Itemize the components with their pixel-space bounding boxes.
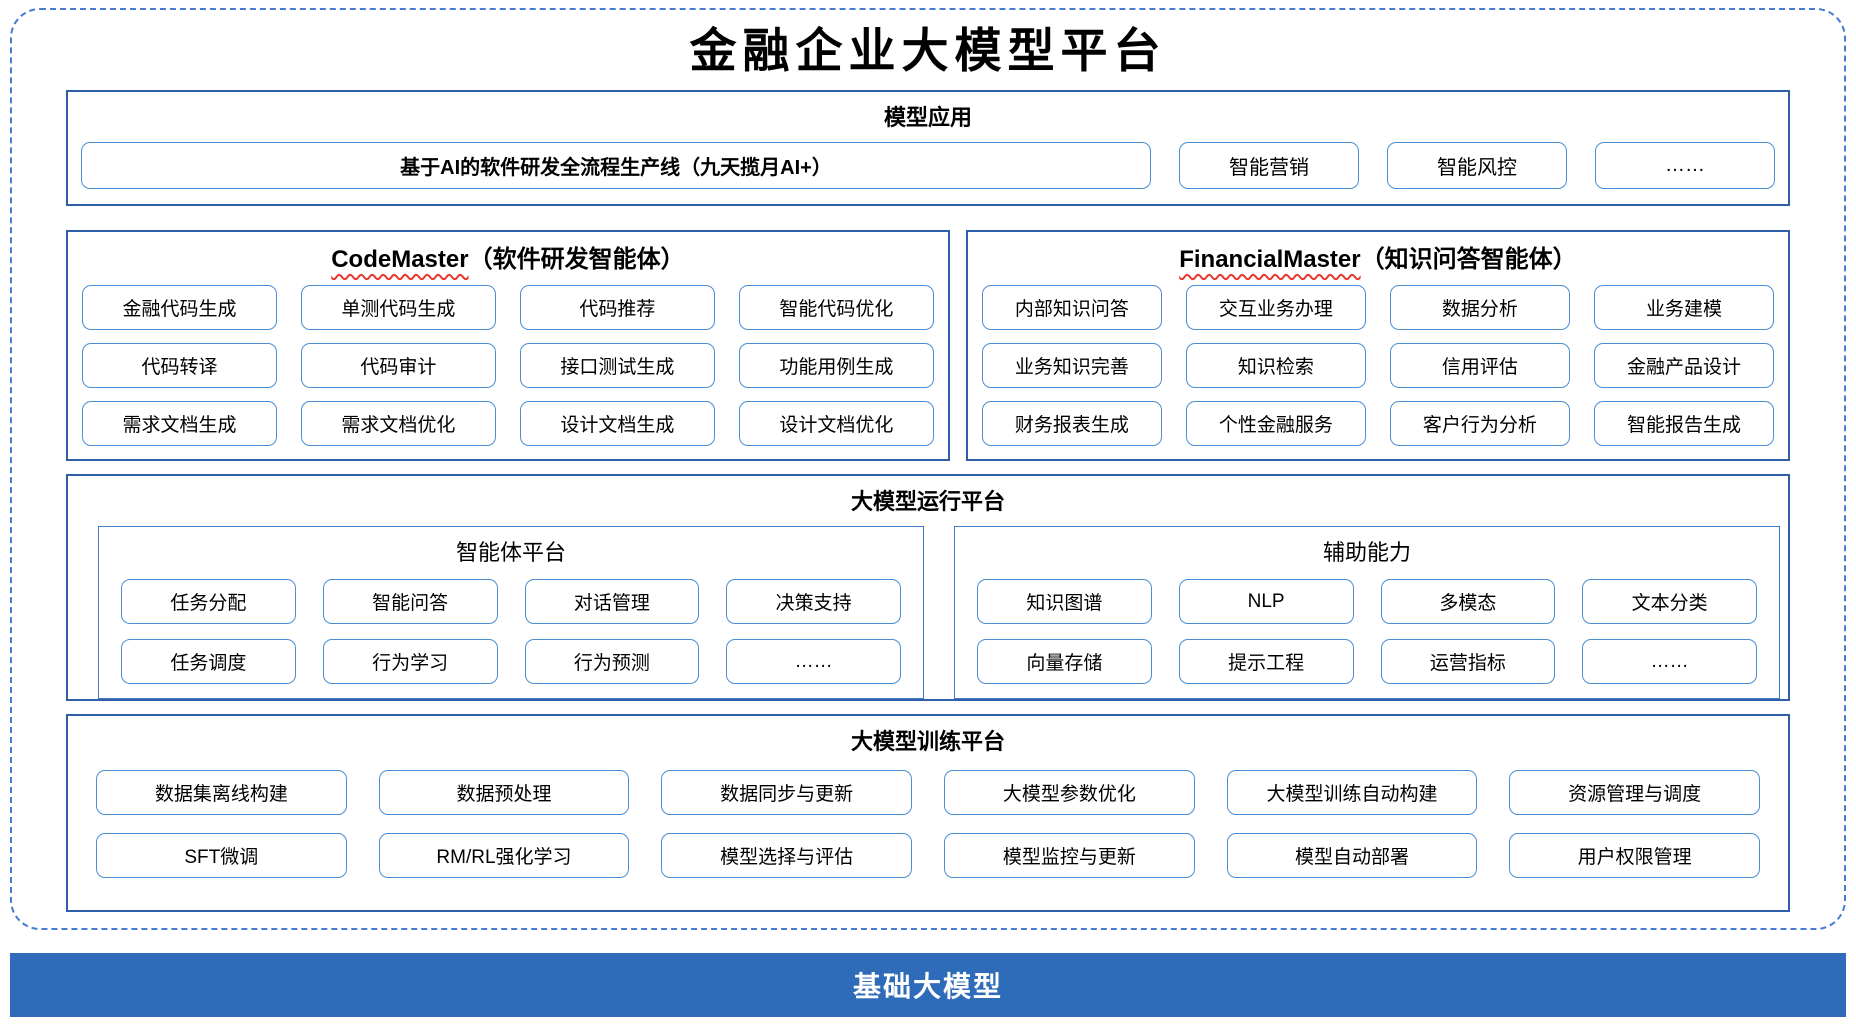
capability-box: 数据预处理 [378,770,630,816]
codemaster-title-en: CodeMaster [331,246,469,274]
platform-outer-frame: 金融企业大模型平台 模型应用 基于AI的软件研发全流程生产线（九天揽月AI+） … [10,8,1846,930]
section-model-applications-title: 模型应用 [883,105,972,131]
codemaster-capability-grid: 金融代码生成单测代码生成代码推荐智能代码优化代码转译代码审计接口测试生成功能用例… [68,283,948,460]
capability-box: 智能代码优化 [738,285,934,331]
financialmaster-title-zh: （知识问答智能体） [1360,246,1577,274]
agent-platform-grid: 任务分配智能问答对话管理决策支持任务调度行为学习行为预测 …… [99,577,923,685]
financialmaster-title-en: FinancialMaster [1179,246,1361,274]
capability-box: 金融代码生成 [82,285,277,331]
runtime-row: 智能体平台 任务分配智能问答对话管理决策支持任务调度行为学习行为预测 …… 辅助能… [68,526,1788,713]
capability-box: 决策支持 [726,579,901,625]
capability-box: 任务分配 [121,579,296,625]
section-codemaster: CodeMaster（软件研发智能体） 金融代码生成单测代码生成代码推荐智能代码… [66,230,950,462]
capability-box: NLP [1178,579,1354,625]
capability-box: 需求文档优化 [300,401,496,447]
capability-box: 模型自动部署 [1226,833,1478,879]
section-training-platform: 大模型训练平台 数据集离线构建数据预处理数据同步与更新大模型参数优化大模型训练自… [66,714,1790,913]
capability-box: 多模态 [1380,579,1556,625]
capability-box: 单测代码生成 [300,285,496,331]
capability-box: RM/RL强化学习 [378,833,630,879]
runtime-title: 大模型运行平台 [850,489,1005,515]
capability-box: 向量存储 [977,639,1152,685]
applications-row: 基于AI的软件研发全流程生产线（九天揽月AI+） 智能营销 智能风控 …… [68,142,1788,190]
capability-box: 文本分类 [1582,579,1757,625]
capability-box: 代码转译 [82,343,277,389]
capability-box: 资源管理与调度 [1509,770,1760,816]
capability-box: 代码审计 [300,343,496,389]
auxiliary-capabilities-title: 辅助能力 [1322,540,1411,566]
financialmaster-capability-grid: 内部知识问答交互业务办理数据分析业务建模业务知识完善知识检索信用评估金融产品设计… [968,283,1788,460]
application-box: …… [1595,142,1775,190]
capability-box: SFT微调 [96,833,347,879]
capability-box: 大模型参数优化 [944,770,1195,816]
capability-box: 财务报表生成 [981,401,1162,447]
capability-box: 设计文档优化 [738,401,934,447]
capability-box: 模型监控与更新 [944,833,1195,879]
auxiliary-capabilities-grid: 知识图谱 NLP 多模态文本分类向量存储提示工程运营指标 …… [955,577,1779,685]
capability-box: 知识图谱 [977,579,1152,625]
subsection-agent-platform: 智能体平台 任务分配智能问答对话管理决策支持任务调度行为学习行为预测 …… [98,526,924,700]
agents-row: CodeMaster（软件研发智能体） 金融代码生成单测代码生成代码推荐智能代码… [66,230,1790,462]
section-runtime-platform: 大模型运行平台 智能体平台 任务分配智能问答对话管理决策支持任务调度行为学习行为… [66,474,1790,702]
section-model-applications: 模型应用 基于AI的软件研发全流程生产线（九天揽月AI+） 智能营销 智能风控 … [66,90,1790,207]
page-title: 金融企业大模型平台 [689,24,1167,79]
capability-box: 知识检索 [1185,343,1366,389]
codemaster-title: CodeMaster（软件研发智能体） [68,232,948,283]
capability-box: 设计文档生成 [519,401,715,447]
capability-box: 交互业务办理 [1185,285,1366,331]
capability-box: 金融产品设计 [1593,343,1774,389]
capability-box: 需求文档生成 [82,401,277,447]
financialmaster-title: FinancialMaster（知识问答智能体） [968,232,1788,283]
capability-box: 数据同步与更新 [661,770,912,816]
capability-box: 大模型训练自动构建 [1226,770,1478,816]
capability-box: 功能用例生成 [738,343,934,389]
capability-box: 内部知识问答 [981,285,1162,331]
capability-box: 模型选择与评估 [661,833,912,879]
capability-box: 数据分析 [1389,285,1570,331]
capability-box: 代码推荐 [519,285,715,331]
capability-box: 用户权限管理 [1509,833,1760,879]
subsection-auxiliary-capabilities: 辅助能力 知识图谱 NLP 多模态文本分类向量存储提示工程运营指标 …… [954,526,1780,700]
foundation-model-bar: 基础大模型 [10,953,1846,1017]
capability-box: 业务知识完善 [981,343,1162,389]
application-box: 智能风控 [1387,142,1567,190]
capability-box: 对话管理 [524,579,700,625]
application-box: 智能营销 [1179,142,1359,190]
capability-box: …… [726,639,901,685]
section-financialmaster: FinancialMaster（知识问答智能体） 内部知识问答交互业务办理数据分… [965,230,1790,462]
agent-platform-title: 智能体平台 [455,540,566,566]
capability-box: 信用评估 [1389,343,1570,389]
application-box-main: 基于AI的软件研发全流程生产线（九天揽月AI+） [81,142,1151,190]
capability-box: 智能报告生成 [1593,401,1774,447]
capability-box: 智能问答 [322,579,498,625]
capability-box: 个性金融服务 [1185,401,1366,447]
capability-box: 任务调度 [121,639,296,685]
capability-box: 接口测试生成 [519,343,715,389]
codemaster-title-zh: （软件研发智能体） [468,246,685,274]
capability-box: 运营指标 [1380,639,1556,685]
capability-box: 行为学习 [322,639,498,685]
capability-box: 提示工程 [1178,639,1354,685]
capability-box: 业务建模 [1593,285,1774,331]
training-grid: 数据集离线构建数据预处理数据同步与更新大模型参数优化大模型训练自动构建资源管理与… [68,766,1788,896]
capability-box: 数据集离线构建 [96,770,347,816]
capability-box: 行为预测 [524,639,700,685]
capability-box: 客户行为分析 [1389,401,1570,447]
training-title: 大模型训练平台 [850,729,1005,755]
capability-box: …… [1582,639,1757,685]
